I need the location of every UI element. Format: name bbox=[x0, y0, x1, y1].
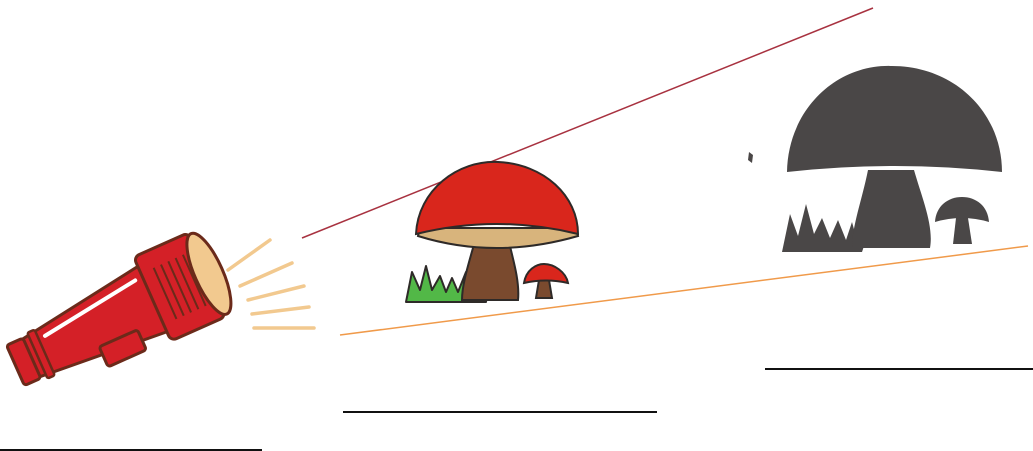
flashlight-icon bbox=[0, 226, 240, 403]
mushroom-icon bbox=[406, 162, 578, 302]
upper-beam-line bbox=[302, 8, 873, 238]
light-rays bbox=[228, 240, 314, 328]
object-answer-line[interactable] bbox=[343, 411, 657, 413]
mushroom-shadow-icon bbox=[748, 66, 1002, 252]
shadow-answer-line[interactable] bbox=[765, 368, 1033, 370]
